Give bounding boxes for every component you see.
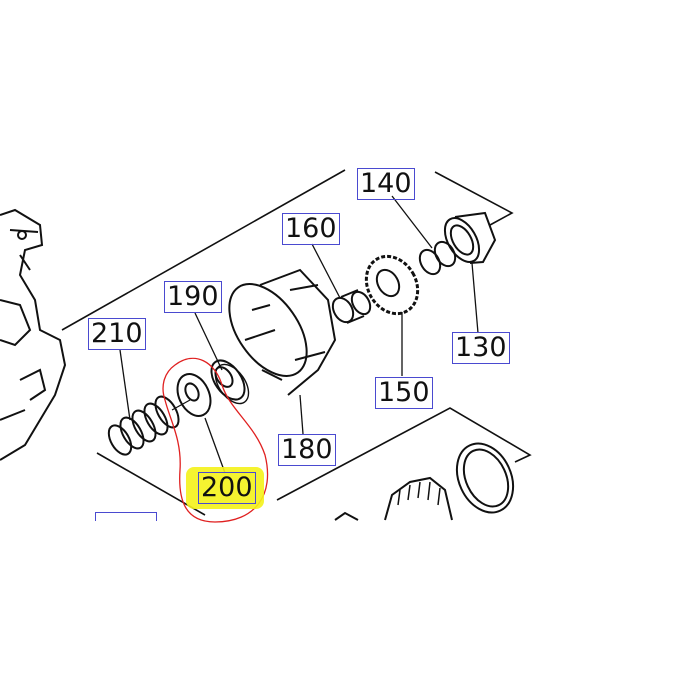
spring-part-210 (107, 395, 191, 456)
washer-part-200 (176, 373, 212, 417)
label-highlight (186, 467, 264, 509)
gearbox-housing (0, 208, 67, 461)
assembly-outline (61, 169, 532, 516)
clutch-cage-part-180 (228, 268, 337, 396)
markup-circle (162, 357, 269, 523)
part-label-130[interactable]: 130 (452, 332, 510, 364)
part-label-cropped (95, 512, 157, 521)
bearing-part-190 (210, 359, 250, 405)
part-label-140[interactable]: 140 (357, 168, 415, 200)
gear-part-150 (364, 254, 420, 316)
bearing-part-130 (443, 211, 497, 264)
part-label-180[interactable]: 180 (278, 434, 336, 466)
seal-ring-part (455, 442, 515, 514)
bearing-part-140 (418, 240, 457, 276)
part-label-190[interactable]: 190 (164, 281, 222, 313)
leader-lines (119, 195, 479, 474)
part-label-160[interactable]: 160 (282, 213, 340, 245)
part-label-210[interactable]: 210 (88, 318, 146, 350)
gear-drum-part (334, 476, 453, 521)
bushing-part-160 (331, 289, 372, 324)
part-label-200[interactable]: 200 (198, 472, 256, 504)
part-label-150[interactable]: 150 (375, 377, 433, 409)
